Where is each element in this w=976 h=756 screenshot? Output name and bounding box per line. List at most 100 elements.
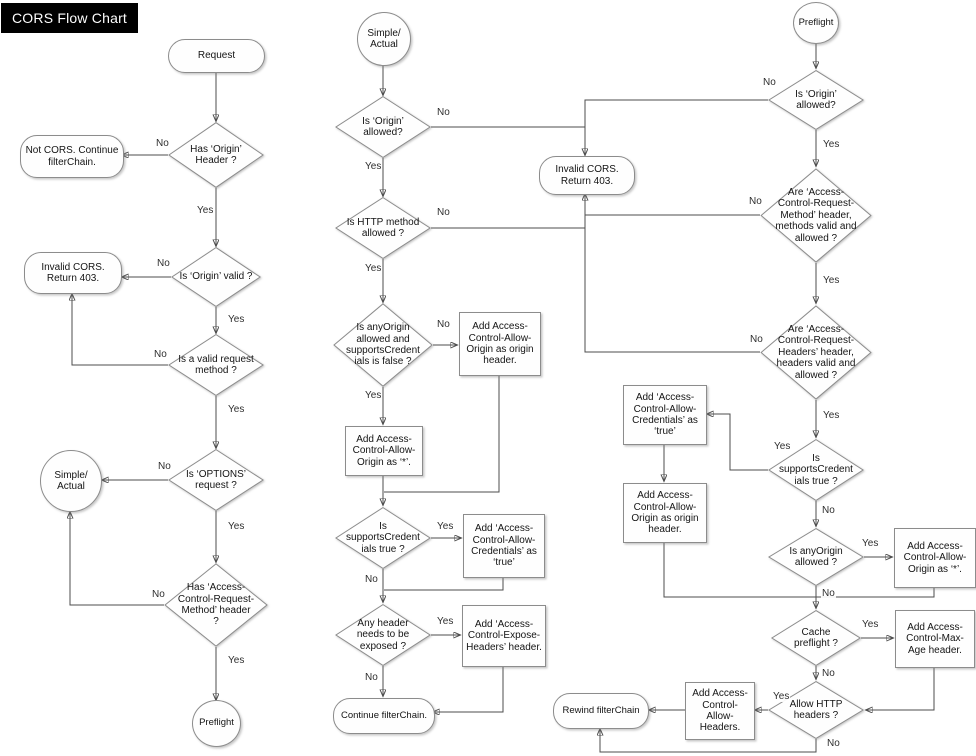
diamond-shape xyxy=(335,96,431,158)
terminal-continue-filterchain: Continue filterChain. xyxy=(333,698,435,734)
edge-label-no: No xyxy=(749,334,764,345)
edge-r-star-merge xyxy=(816,586,935,598)
edge-label-yes: Yes xyxy=(227,404,246,415)
terminal-invalid-cors-mid: Invalid CORS. Return 403. xyxy=(539,156,635,195)
diamond-shape xyxy=(168,122,264,188)
edge-label-yes: Yes xyxy=(773,441,792,452)
diamond-shape xyxy=(168,334,264,396)
edge-r-credentials-yes xyxy=(707,414,768,471)
process-add-credentials-header-mid: Add ‘Access- Control-Allow- Credentials’… xyxy=(463,514,545,578)
edge-label-yes: Yes xyxy=(227,314,246,325)
decision-expose-headers: Any header needs to be exposed ? xyxy=(335,604,431,666)
edge-label-no: No xyxy=(821,588,836,599)
diamond-shape xyxy=(164,563,268,647)
edge-label-yes: Yes xyxy=(822,410,841,421)
decision-supports-credentials-right: Is supportsCredent ials true ? xyxy=(768,439,864,501)
edge-label-no: No xyxy=(364,574,379,585)
decision-request-method-valid: Are ‘Access- Control-Request- Method’ he… xyxy=(760,168,872,263)
edge-label-no: No xyxy=(762,77,777,88)
decision-origin-allowed-right: Is ‘Origin’ allowed? xyxy=(768,70,864,130)
diamond-shape xyxy=(760,168,872,263)
edge-label-no: No xyxy=(821,505,836,516)
edge-label-no: No xyxy=(748,196,763,207)
diamond-shape xyxy=(333,303,433,387)
decision-origin-valid: Is ‘Origin’ valid ? xyxy=(171,247,261,307)
diamond-shape xyxy=(335,507,431,569)
decision-has-origin-header: Has ‘Origin’ Header ? xyxy=(168,122,264,188)
edge-label-yes: Yes xyxy=(861,619,880,630)
decision-anyorigin-and-credentials-false: Is anyOrigin allowed and supportsCredent… xyxy=(333,303,433,387)
process-add-origin-star-mid: Add Access- Control-Allow- Origin as ‘*’… xyxy=(345,426,423,476)
terminal-request: Request xyxy=(168,39,265,73)
edge-label-no: No xyxy=(155,138,170,149)
edge-r-maxage-to-allowhdrs xyxy=(866,666,935,710)
diamond-shape xyxy=(768,70,864,130)
diamond-shape xyxy=(771,610,861,666)
edge-no-to-simple-left-2 xyxy=(70,512,164,606)
terminal-not-cors: Not CORS. Continue filterChain. xyxy=(20,135,124,178)
decision-request-headers-valid: Are ‘Access- Control-Request- Headers’ h… xyxy=(760,305,872,400)
decision-anyorigin-allowed: Is anyOrigin allowed ? xyxy=(768,528,864,586)
edge-r-origin-no-to-invalid xyxy=(585,99,768,155)
diamond-shape xyxy=(171,247,261,307)
diamond-shape xyxy=(768,439,864,501)
terminal-invalid-cors-left: Invalid CORS. Return 403. xyxy=(24,252,122,294)
edge-r-origin-hdr-merge xyxy=(663,541,816,598)
edge-label-no: No xyxy=(436,207,451,218)
process-add-max-age-header: Add Access- Control-Max- Age header. xyxy=(895,610,975,668)
process-add-origin-header-mid: Add Access- Control-Allow- Origin as ori… xyxy=(459,312,541,376)
edge-label-no: No xyxy=(151,589,166,600)
edge-label-no: No xyxy=(436,319,451,330)
process-add-origin-header-right: Add Access- Control-Allow- Origin as ori… xyxy=(623,483,707,543)
process-add-allow-headers: Add Access- Control- Allow- Headers. xyxy=(685,682,755,740)
diamond-shape xyxy=(335,604,431,666)
edge-label-yes: Yes xyxy=(861,538,880,549)
process-add-expose-headers: Add ‘Access- Control-Expose- Headers’ he… xyxy=(462,605,546,667)
process-add-credentials-header-right: Add ‘Access- Control-Allow- Credentials’… xyxy=(623,385,707,445)
diamond-shape xyxy=(760,305,872,400)
edge-no-to-invalid-left-2 xyxy=(72,294,168,366)
edge-m-origin-hdr-merge xyxy=(384,374,500,493)
connector-simple-actual-left: Simple/ Actual xyxy=(40,450,102,512)
edge-label-no: No xyxy=(157,461,172,472)
diamond-shape xyxy=(168,449,264,511)
edge-label-no: No xyxy=(436,107,451,118)
decision-is-options-request: Is ‘OPTIONS’ request ? xyxy=(168,449,264,511)
terminal-rewind-filterchain: Rewind filterChain xyxy=(553,693,649,729)
decision-allow-http-headers: Allow HTTP headers ? xyxy=(768,681,864,739)
edge-r-acrh-no-to-invalid xyxy=(585,194,760,353)
edge-label-no: No xyxy=(364,672,379,683)
decision-http-method-allowed: Is HTTP method allowed ? xyxy=(335,197,431,259)
process-add-origin-star-right: Add Access- Control-Allow- Origin as ‘*’… xyxy=(894,528,976,588)
edge-m-expose-hdr-to-continue xyxy=(433,665,504,712)
edge-label-yes: Yes xyxy=(822,275,841,286)
edge-m-cred-merge xyxy=(384,576,504,591)
diamond-shape xyxy=(335,197,431,259)
edge-label-yes: Yes xyxy=(364,161,383,172)
chart-title: CORS Flow Chart xyxy=(1,3,139,33)
edge-label-yes: Yes xyxy=(364,390,383,401)
decision-valid-request-method: Is a valid request method ? xyxy=(168,334,264,396)
edge-r-allowhdrs-no-to-rewind xyxy=(600,729,817,753)
decision-supports-credentials-mid: Is supportsCredent ials true ? xyxy=(335,507,431,569)
edge-label-yes: Yes xyxy=(227,521,246,532)
edge-label-yes: Yes xyxy=(436,616,455,627)
decision-has-acrm-header: Has ‘Access- Control-Request- Method’ he… xyxy=(164,563,268,647)
edge-label-yes: Yes xyxy=(364,263,383,274)
edge-label-yes: Yes xyxy=(227,655,246,666)
edge-label-yes: Yes xyxy=(772,691,791,702)
diamond-shape xyxy=(768,528,864,586)
connector-preflight-right: Preflight xyxy=(793,2,839,44)
edge-label-no: No xyxy=(826,738,841,749)
edge-label-yes: Yes xyxy=(822,139,841,150)
edge-label-no: No xyxy=(153,349,168,360)
edge-label-no: No xyxy=(821,668,836,679)
connector-preflight-left: Preflight xyxy=(192,700,241,747)
decision-cache-preflight: Cache preflight ? xyxy=(771,610,861,666)
edge-label-yes: Yes xyxy=(436,521,455,532)
connector-simple-actual-mid: Simple/ Actual xyxy=(357,12,411,66)
edge-label-yes: Yes xyxy=(196,205,215,216)
decision-origin-allowed-mid: Is ‘Origin’ allowed? xyxy=(335,96,431,158)
